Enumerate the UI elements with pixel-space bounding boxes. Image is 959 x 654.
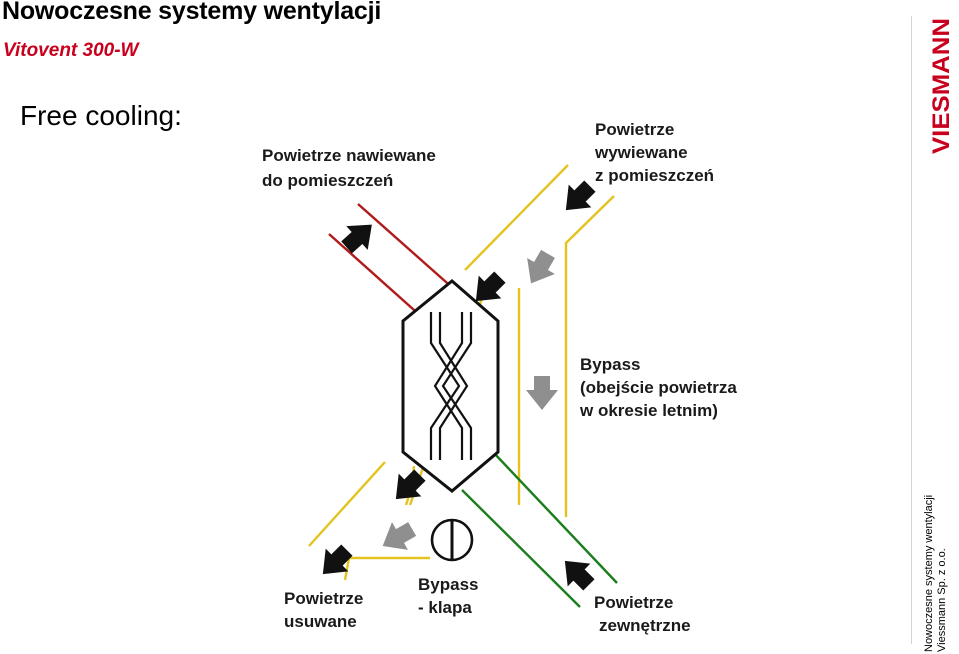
bypass-damper <box>430 518 474 562</box>
label-extract-air-line-1: Powietrze <box>595 120 674 139</box>
label-exhaust-air: Powietrze usuwane <box>284 589 368 631</box>
label-supply-air: Powietrze nawiewane do pomieszczeń <box>262 146 441 190</box>
label-supply-air-line-1: Powietrze nawiewane <box>262 146 436 165</box>
logo-divider <box>911 16 912 644</box>
supply-air-duct <box>328 203 456 319</box>
label-exhaust-air-line-1: Powietrze <box>284 589 363 608</box>
outdoor-air-duct <box>461 451 618 608</box>
page-subtitle: Vitovent 300-W <box>3 40 139 61</box>
page-title: Nowoczesne systemy wentylacji <box>2 0 382 25</box>
label-extract-air-line-3: z pomieszczeń <box>595 166 714 185</box>
label-outdoor-air-line-1: Powietrze <box>594 593 673 612</box>
label-outdoor-air: Powietrze zewnętrzne <box>594 593 691 635</box>
label-bypass: Bypass (obejście powietrza w okresie let… <box>579 355 742 420</box>
label-bypass-damper: Bypass - klapa <box>418 575 483 617</box>
heat-exchanger <box>401 279 500 493</box>
label-exhaust-air-line-2: usuwane <box>284 612 357 631</box>
extract-air-duct <box>464 164 615 517</box>
arrow-bypass-down <box>526 376 558 410</box>
viessmann-logo-text: VIESMANN <box>930 18 954 154</box>
arrow-exhaust-out <box>311 538 359 586</box>
arrow-bypass-top <box>517 245 562 292</box>
label-extract-air: Powietrze wywiewane z pomieszczeń <box>594 120 714 185</box>
viessmann-logo: VIESMANN <box>930 18 954 154</box>
arrow-bypass-damper <box>374 515 421 560</box>
label-bypass-line-1: Bypass <box>580 355 640 374</box>
label-outdoor-air-line-2: zewnętrzne <box>599 616 691 635</box>
label-extract-air-line-2: wywiewane <box>594 143 688 162</box>
label-supply-air-line-2: do pomieszczeń <box>262 171 393 190</box>
label-bypass-damper-line-2: - klapa <box>418 598 472 617</box>
label-bypass-line-2: (obejście powietrza <box>580 378 737 397</box>
label-bypass-line-3: w okresie letnim) <box>579 401 718 420</box>
section-heading: Free cooling: <box>20 100 182 131</box>
label-bypass-damper-line-1: Bypass <box>418 575 478 594</box>
